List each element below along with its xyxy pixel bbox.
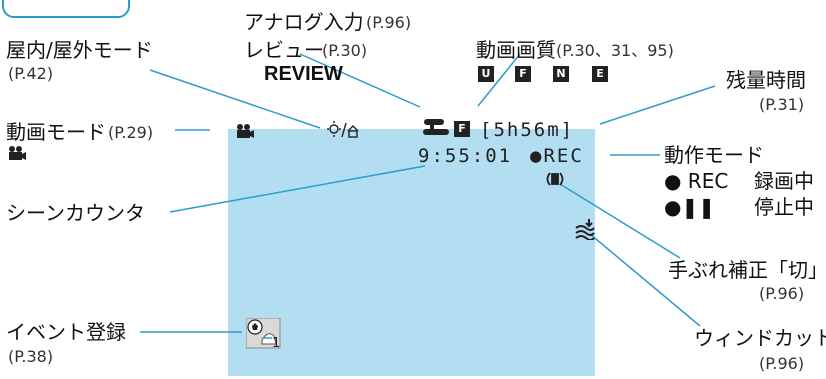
ref-event: (P.38) — [8, 347, 54, 366]
label-video-mode: 動画モード — [6, 120, 106, 144]
screen-remaining-time: [5h56m] — [480, 119, 575, 141]
event-number: 1 — [272, 336, 281, 351]
lcd-screen — [228, 129, 595, 376]
line-remaining — [599, 85, 716, 125]
screen-rec-status: ●REC — [530, 145, 584, 167]
label-event-register: イベント登録 — [6, 320, 126, 344]
quality-icon-n: N — [553, 66, 569, 82]
screen-quality-icon: F — [454, 121, 470, 137]
line-video-quality — [477, 53, 521, 107]
ref-review: (P.30) — [322, 41, 368, 60]
line-indoor-outdoor — [149, 69, 321, 129]
ref-wind-cut: (P.96) — [759, 354, 805, 373]
label-pause-desc: 停止中 — [754, 195, 814, 219]
analog-input-icon — [423, 119, 449, 135]
label-review-jp: レビュー — [244, 38, 324, 62]
ref-indoor-outdoor: (P.42) — [8, 64, 54, 83]
label-operation-mode: 動作モード — [664, 143, 764, 167]
label-rec: ● REC — [664, 169, 729, 193]
label-pause: ●❚❚ — [664, 195, 715, 219]
ref-stabilizer: (P.96) — [759, 284, 805, 303]
stabilizer-off-icon — [546, 172, 564, 186]
event-icon — [246, 318, 281, 349]
label-stabilizer-off: 手ぶれ補正「切」 — [668, 258, 826, 282]
screen-movie-mode-icon — [237, 124, 254, 138]
line-stabilizer — [559, 183, 681, 259]
quality-icon-e: E — [592, 66, 608, 82]
label-review-en: REVIEW — [264, 63, 343, 85]
ref-video-quality: (P.30、31、95) — [556, 41, 674, 60]
ref-video-mode: (P.29) — [108, 123, 154, 142]
line-scene-counter — [169, 165, 426, 213]
label-scene-counter: シーンカウンタ — [6, 201, 145, 225]
line-wind-cut — [589, 233, 701, 327]
movie-camera-icon — [9, 146, 26, 160]
wind-cut-icon — [575, 219, 595, 240]
quality-icon-f: F — [515, 66, 531, 82]
line-analog-input — [299, 53, 421, 108]
header-tab — [2, 0, 130, 18]
screen-counter: 9:55:01 — [418, 145, 513, 167]
label-wind-cut: ウィンドカット — [694, 326, 826, 350]
label-video-quality: 動画画質 — [476, 38, 556, 62]
label-indoor-outdoor: 屋内/屋外モード — [6, 38, 153, 62]
indoor-outdoor-icon — [327, 121, 359, 138]
quality-icon-u: U — [478, 66, 494, 82]
ref-remaining: (P.31) — [759, 95, 805, 114]
label-remaining: 残量時間 — [726, 68, 806, 92]
label-analog-input: アナログ入力 — [244, 10, 364, 34]
label-rec-desc: 録画中 — [754, 169, 814, 193]
ref-analog-input: (P.96) — [366, 13, 412, 32]
